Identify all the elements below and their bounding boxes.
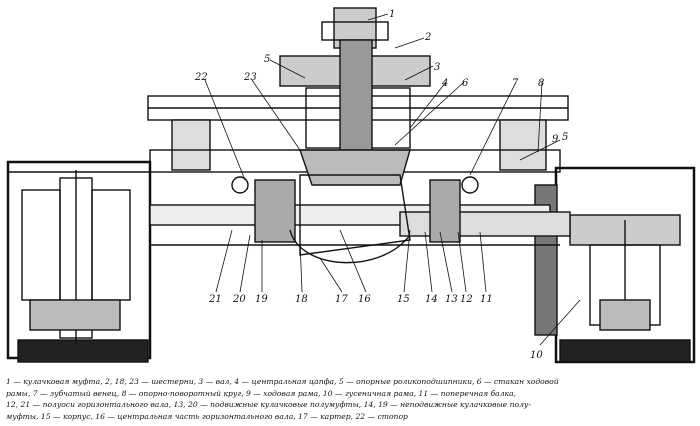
label-5-top: 5	[264, 54, 270, 65]
label-9: 9	[552, 134, 559, 145]
label-17: 17	[335, 294, 348, 305]
label-5-right: 5	[562, 132, 568, 143]
label-22: 22	[194, 72, 208, 83]
label-20: 20	[232, 294, 246, 305]
caption-line-1: 1 — кулачковая муфта, 2, 18, 23 — шестер…	[6, 377, 559, 386]
label-15: 15	[397, 294, 410, 305]
label-18: 18	[295, 294, 308, 305]
label-21: 21	[208, 294, 222, 305]
label-10: 10	[530, 350, 543, 361]
mechanism-drawing: 1 2 3 4 5 5 6 7 8 9 10 11 12 13 14 15 16…	[6, 7, 696, 364]
horizontal-shaft	[149, 174, 571, 256]
caption-line-2: рамы, 7 — зубчатый венец, 8 — опорно-пов…	[6, 388, 517, 398]
crankcase	[150, 229, 560, 264]
label-14: 14	[425, 294, 438, 305]
label-16: 16	[358, 294, 371, 305]
label-23: 23	[243, 72, 257, 83]
label-4: 4	[441, 78, 448, 89]
label-6: 6	[462, 78, 469, 89]
left-track-assembly	[6, 160, 152, 363]
figure-caption: 1 — кулачковая муфта, 2, 18, 23 — шестер…	[6, 376, 694, 422]
central-pivot	[279, 7, 431, 186]
label-2: 2	[424, 32, 431, 43]
caption-line-4: муфты, 15 — корпус, 16 — центральная час…	[6, 411, 408, 421]
caption-line-3: 12, 21 — полуоси горизонтального вала, 1…	[6, 400, 531, 410]
label-1: 1	[389, 9, 395, 20]
label-7: 7	[512, 78, 519, 89]
label-13: 13	[445, 294, 458, 305]
leader-lines	[204, 13, 581, 346]
label-12: 12	[460, 294, 473, 305]
label-19: 19	[255, 294, 268, 305]
label-3: 3	[434, 62, 440, 73]
right-track-assembly	[534, 166, 696, 364]
label-11: 11	[480, 294, 493, 305]
label-8: 8	[538, 78, 544, 89]
part-labels: 1 2 3 4 5 5 6 7 8 9 10 11 12 13 14 15 16…	[194, 9, 568, 361]
